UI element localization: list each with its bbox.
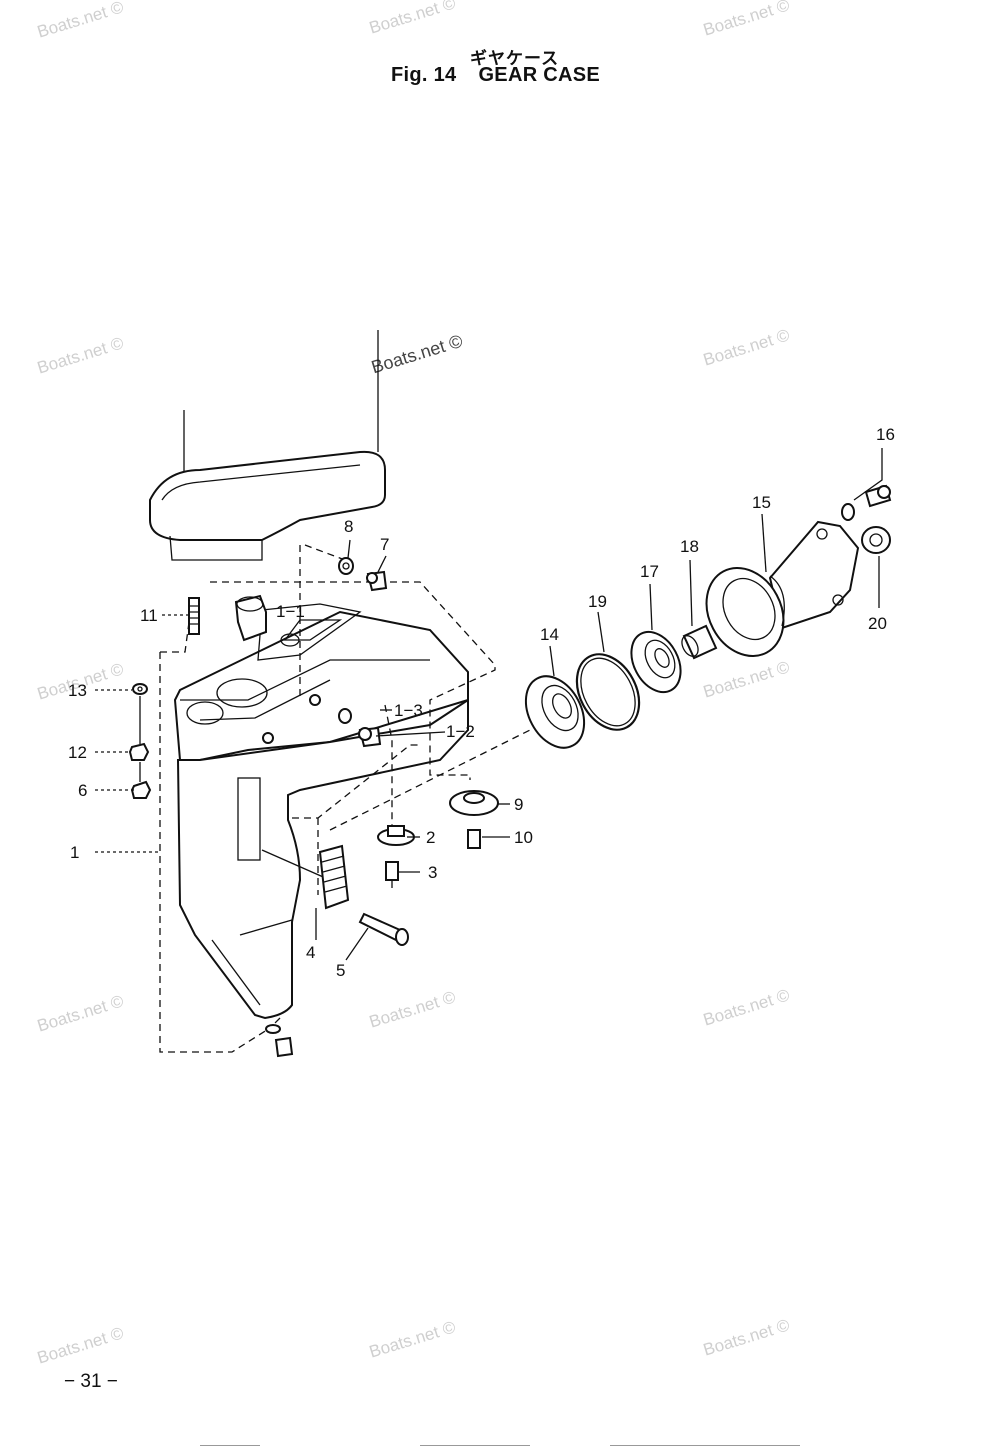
callout-1-2: 1−2 (446, 722, 475, 741)
callout-20: 20 (868, 614, 887, 633)
callout-5: 5 (336, 961, 345, 980)
callout-1-3: 1−3 (394, 701, 423, 720)
bolt-7 (366, 570, 388, 592)
page-number: − 31 − (64, 1371, 118, 1392)
bolt-16 (864, 484, 892, 508)
callout-6: 6 (78, 781, 87, 800)
screw-10 (467, 829, 481, 849)
exploded-outline (159, 544, 531, 1053)
figure-name: GEAR CASE (478, 64, 601, 86)
figure-number: Fig. 14 (391, 64, 457, 86)
callout-1: 1 (70, 843, 79, 862)
screw-1-2 (358, 726, 382, 748)
callout-17: 17 (640, 562, 659, 581)
bushing-18 (681, 624, 718, 660)
bushing-1-1 (234, 594, 267, 642)
drain-screw (265, 1024, 294, 1058)
callout-3: 3 (428, 863, 437, 882)
callout-labels: 1 1−1 1−2 1−3 2 3 4 5 6 7 8 9 10 11 12 1… (68, 425, 895, 980)
nut-12 (128, 742, 150, 761)
scan-artifact (610, 1445, 800, 1446)
callout-12: 12 (68, 743, 87, 762)
callout-10: 10 (514, 828, 533, 847)
bolt-3 (385, 861, 399, 888)
callout-1-1: 1−1 (276, 602, 305, 621)
o-ring-19 (575, 653, 641, 731)
stud-11 (188, 597, 200, 635)
grommet-9 (449, 790, 499, 816)
callout-7: 7 (380, 535, 389, 554)
callout-11: 11 (140, 606, 158, 625)
callout-8: 8 (344, 517, 353, 536)
bearing-housing-15 (705, 520, 860, 657)
callout-15: 15 (752, 493, 771, 512)
gear-case-body (173, 603, 469, 1020)
washer-1-3 (338, 708, 352, 724)
scan-artifact (420, 1445, 530, 1446)
callout-18: 18 (680, 537, 699, 556)
callout-2: 2 (426, 828, 435, 847)
leader-lines (95, 448, 883, 961)
scan-artifact (200, 1445, 260, 1446)
figure-title: Fig. 14 GEAR CASE (391, 64, 622, 87)
nut-6 (130, 780, 152, 799)
callout-4: 4 (306, 943, 315, 962)
callout-19: 19 (588, 592, 607, 611)
bolt-5 (358, 912, 409, 946)
callout-13: 13 (68, 681, 87, 700)
washer-20 (861, 526, 891, 554)
bearing-17 (630, 630, 682, 694)
bearing-14 (524, 675, 586, 749)
callout-14: 14 (540, 625, 559, 644)
washer-16 (841, 503, 855, 521)
drive-shaft-housing (149, 330, 386, 561)
figure-title-japanese: ギヤケース (470, 49, 560, 69)
zinc-anode-2 (377, 825, 415, 846)
washer-13 (132, 683, 148, 695)
callout-9: 9 (514, 795, 523, 814)
washer-8 (338, 557, 354, 575)
callout-16: 16 (876, 425, 895, 444)
spring-4 (318, 844, 350, 910)
